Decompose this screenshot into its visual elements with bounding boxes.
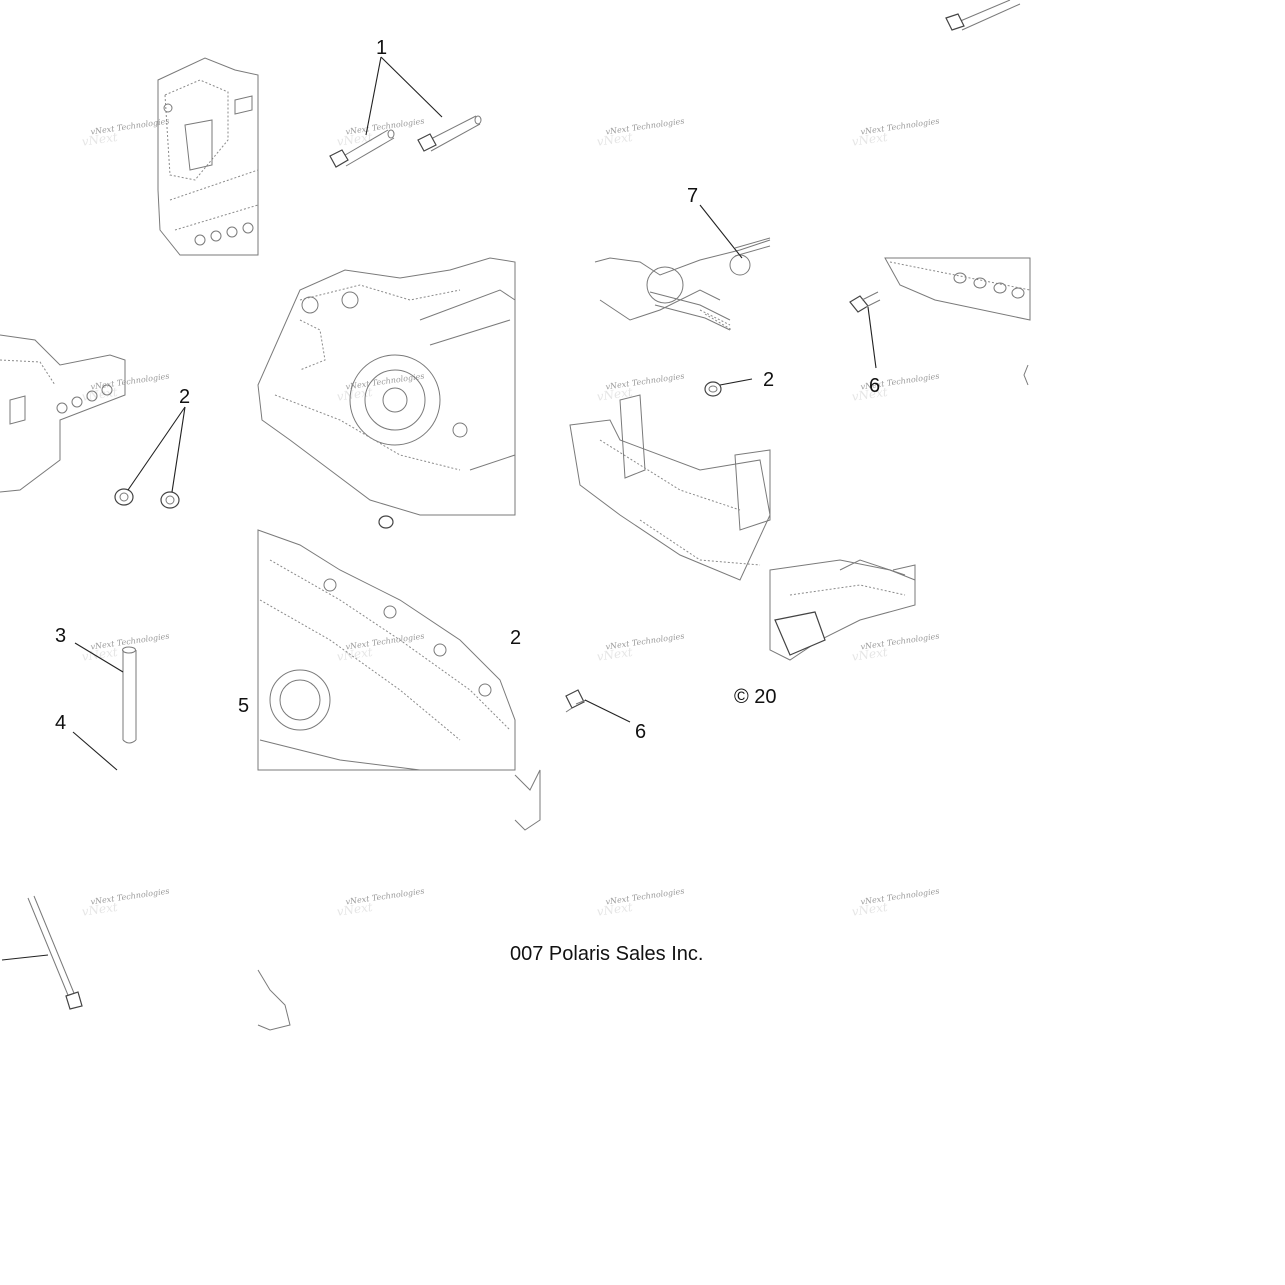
- svg-text:vNext: vNext: [851, 645, 889, 664]
- watermark-text: vNext Technologies: [605, 372, 685, 392]
- output-shaft-assembly: [594, 237, 771, 331]
- through-bolt-long: [27, 895, 83, 1010]
- callout-1: 1: [376, 37, 387, 59]
- spacer-sleeve: [122, 646, 137, 744]
- svg-text:vNext: vNext: [596, 900, 634, 919]
- flange-screw-upper: [849, 291, 881, 313]
- svg-text:vNext: vNext: [851, 900, 889, 919]
- svg-text:vNext: vNext: [81, 130, 119, 149]
- watermark-text: vNext Technologies: [345, 372, 425, 392]
- frame-crossmember: [569, 381, 771, 581]
- watermark-text: vNext Technologies: [345, 117, 425, 137]
- svg-text:vNext: vNext: [336, 900, 374, 919]
- copyright-tail: 007 Polaris Sales Inc.: [510, 943, 703, 965]
- callout-2-right: 2: [763, 369, 774, 391]
- watermark-text: vNext Technologies: [90, 632, 170, 652]
- watermark-text: vNext Technologies: [605, 632, 685, 652]
- callout-5: 5: [238, 695, 249, 717]
- svg-text:vNext: vNext: [596, 130, 634, 149]
- watermark-text: vNext Technologies: [860, 117, 940, 137]
- callout-3: 3: [55, 625, 66, 647]
- svg-text:vNext: vNext: [81, 645, 119, 664]
- engine-case-cover: [257, 529, 516, 771]
- watermark-text: vNext Technologies: [605, 117, 685, 137]
- engine-case-fragment: [257, 769, 541, 1031]
- long-bolt-partial: [945, 0, 1021, 31]
- watermark-text: vNext Technologies: [345, 887, 425, 907]
- callout-2-center: 2: [510, 627, 521, 649]
- callout-6-upper: 6: [869, 375, 880, 397]
- footrest-bracket: [769, 559, 916, 661]
- svg-text:vNext: vNext: [336, 385, 374, 404]
- flange-nut-pair: [114, 488, 180, 509]
- svg-text:vNext: vNext: [596, 645, 634, 664]
- watermark-text: vNext Technologies: [860, 887, 940, 907]
- frame-rail-left: [0, 334, 126, 493]
- svg-text:vNext: vNext: [336, 645, 374, 664]
- callout-6-lower: 6: [635, 721, 646, 743]
- watermark-text: vNext Technologies: [345, 632, 425, 652]
- callout-2-left: 2: [179, 386, 190, 408]
- callout-7: 7: [687, 185, 698, 207]
- footrest-frame-partial: [884, 257, 1031, 386]
- leader-lines: [1, 56, 877, 961]
- watermark-text: vNext Technologies: [90, 887, 170, 907]
- watermark-text: vNext Technologies: [860, 632, 940, 652]
- svg-text:vNext: vNext: [81, 385, 119, 404]
- copyright-notice: © 20 007 Polaris Sales Inc.: [510, 686, 777, 965]
- callout-4: 4: [55, 712, 66, 734]
- watermark-text: vNext Technologies: [605, 887, 685, 907]
- svg-text:vNext: vNext: [851, 130, 889, 149]
- transmission-assembly: [257, 257, 516, 529]
- callout-labels: 1 2 2 2 3 4 5 6 6 7: [55, 37, 880, 743]
- svg-text:vNext: vNext: [81, 900, 119, 919]
- engine-mount-bracket-upper: [157, 57, 259, 256]
- bolt-pair: [329, 115, 482, 168]
- svg-text:vNext: vNext: [851, 385, 889, 404]
- flange-screw-lower: [565, 689, 587, 713]
- copyright-head: © 20: [734, 686, 777, 708]
